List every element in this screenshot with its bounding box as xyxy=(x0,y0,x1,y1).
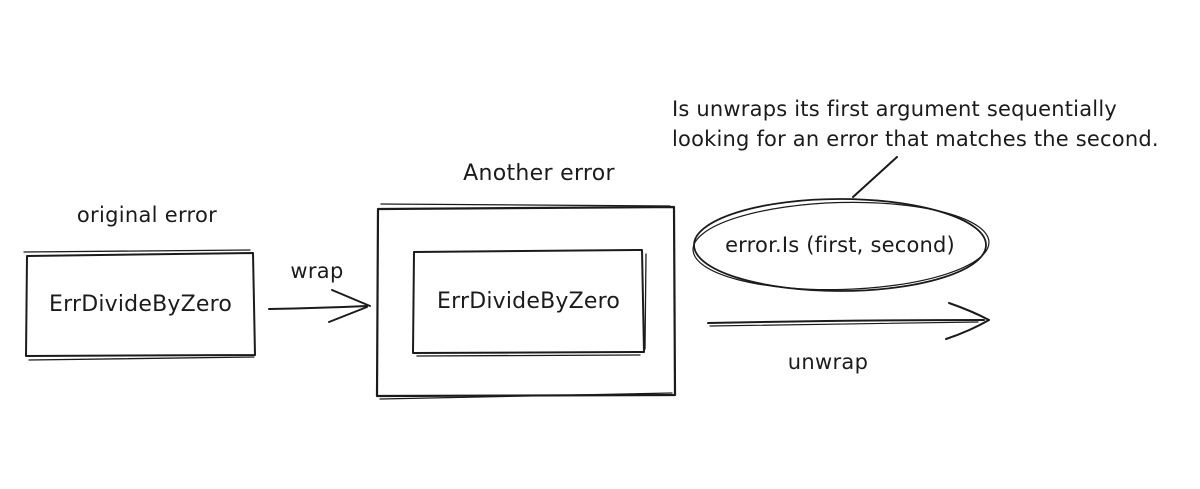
wrapped-inner-box xyxy=(412,249,647,357)
wrap-arrow-label: wrap xyxy=(290,259,344,283)
annotation-connector-line xyxy=(852,156,898,198)
another-error-label: Another error xyxy=(463,161,615,186)
unwrap-arrow xyxy=(707,302,990,340)
original-error-box-text: ErrDivideByZero xyxy=(48,292,233,317)
original-error-label: original error xyxy=(76,203,218,227)
wrapped-outer-box xyxy=(375,203,677,400)
wrap-arrow xyxy=(268,289,371,323)
annotation-line-2: looking for an error that matches the se… xyxy=(672,127,1159,151)
annotation-line-1: Is unwraps its first argument sequential… xyxy=(672,97,1117,121)
error-is-annotation: Is unwraps its first argument sequential… xyxy=(672,94,1159,154)
error-is-ellipse-text: error.Is (first, second) xyxy=(725,233,955,257)
error-is-ellipse xyxy=(692,198,990,292)
original-error-box xyxy=(23,249,256,361)
wrapped-inner-box-text: ErrDivideByZero xyxy=(436,289,621,314)
unwrap-arrow-label: unwrap xyxy=(787,350,869,374)
